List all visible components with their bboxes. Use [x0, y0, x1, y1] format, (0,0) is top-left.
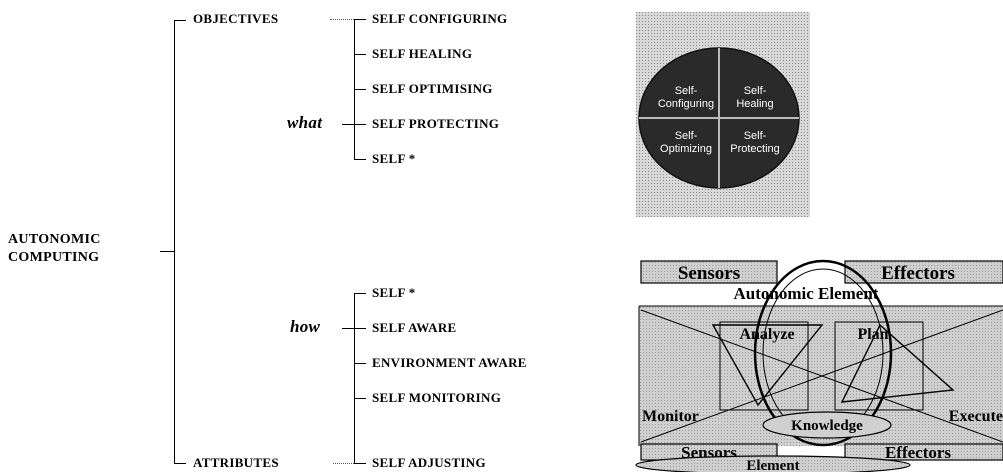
objectives-label: OBJECTIVES: [193, 11, 279, 26]
pie-q4-line1: Self-: [744, 130, 767, 142]
attribute-item: SELF ADJUSTING: [372, 455, 486, 470]
attributes-tick-4: [354, 398, 366, 399]
pie-q1-line1: Self-: [675, 85, 698, 97]
root-label-line1: AUTONOMIC: [8, 232, 101, 247]
execute-label: Execute: [949, 408, 1003, 425]
pie-q3-line2: Optimizing: [660, 143, 712, 155]
attribute-item: SELF MONITORING: [372, 390, 502, 405]
objectives-tick-3: [354, 89, 366, 90]
attribute-item: SELF AWARE: [372, 320, 457, 335]
element-ellipse: [635, 455, 911, 472]
knowledge-ellipse: [762, 411, 892, 439]
pie-q1-line2: Configuring: [658, 98, 714, 110]
analyze-label: Analyze: [739, 326, 794, 343]
root-vertical-bracket: [174, 20, 175, 464]
pie-q3-line1: Self-: [675, 130, 698, 142]
top-sensors-label: Sensors: [678, 263, 740, 284]
analyze-box: [719, 321, 809, 411]
objective-item: SELF HEALING: [372, 46, 473, 61]
root-connector: [160, 251, 174, 252]
objective-item: SELF CONFIGURING: [372, 11, 508, 26]
top-effectors-label: Effectors: [881, 263, 955, 284]
cross-line-b: [640, 309, 1003, 443]
objectives-link: [330, 19, 354, 20]
objectives-tick: [174, 20, 186, 21]
objective-item: SELF OPTIMISING: [372, 81, 493, 96]
knowledge-label: Knowledge: [791, 418, 863, 434]
pie-q2-line2: Healing: [736, 98, 773, 110]
monitor-label: Monitor: [642, 408, 699, 425]
bottom-effectors-label: Effectors: [885, 443, 951, 462]
top-effectors-box: [844, 260, 1003, 284]
objective-item: SELF PROTECTING: [372, 116, 500, 131]
control-loop-ring: [753, 259, 893, 447]
element-label: Element: [746, 458, 799, 472]
attributes-link: [333, 463, 354, 464]
attributes-label: ATTRIBUTES: [193, 455, 279, 470]
attributes-tick-5: [354, 463, 366, 464]
attributes-tick: [174, 463, 186, 464]
autonomic-element-label: Autonomic Element: [734, 284, 879, 303]
objective-item: SELF *: [372, 151, 416, 166]
attribute-item: ENVIRONMENT AWARE: [372, 355, 527, 370]
attributes-bracket: [354, 293, 355, 464]
top-sensors-box: [640, 260, 778, 284]
objectives-tick-2: [354, 54, 366, 55]
plan-label: Plan: [857, 326, 888, 343]
self-properties-pie: Self- Configuring Self- Healing Self- Op…: [636, 12, 810, 217]
attribute-item: SELF *: [372, 285, 416, 300]
objectives-tick-1: [354, 19, 366, 20]
root-label-line2: COMPUTING: [8, 250, 100, 265]
bottom-effectors-box: [844, 443, 1003, 461]
attributes-tick-2: [342, 328, 366, 329]
objectives-tick-4: [342, 124, 366, 125]
pie-q2-line1: Self-: [744, 85, 767, 97]
plan-triangle: [840, 323, 955, 403]
autonomic-element-diagram: Sensors Effectors Autonomic Element Anal…: [635, 259, 1003, 472]
how-label: how: [290, 317, 321, 336]
pie-q4-line2: Protecting: [730, 143, 780, 155]
what-label: what: [287, 113, 323, 132]
attributes-tick-3: [354, 363, 366, 364]
analyze-triangle: [711, 324, 824, 407]
attributes-tick-1: [354, 293, 366, 294]
objectives-tick-5: [354, 159, 366, 160]
